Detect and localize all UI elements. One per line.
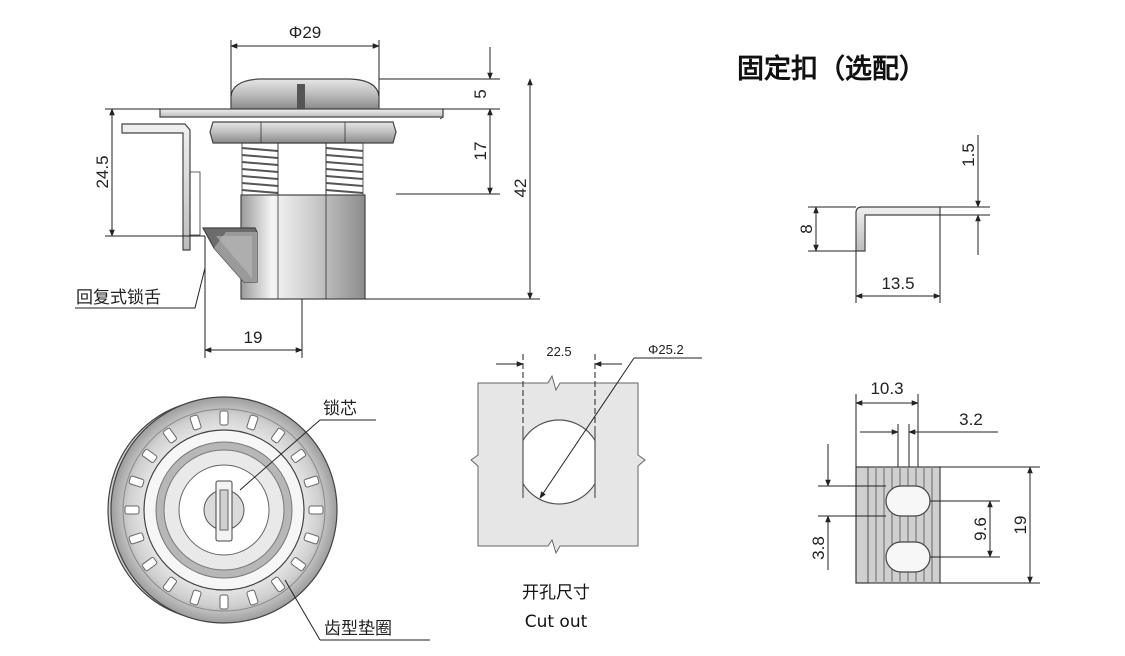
- dim-front-total: 19: [1011, 516, 1030, 535]
- thread: [241, 142, 364, 196]
- dim-front-mid: 9.6: [971, 517, 990, 541]
- optional-clip-title: 固定扣（选配）: [737, 53, 926, 85]
- washer-tooth: [290, 557, 307, 572]
- washer-tooth: [128, 532, 145, 545]
- dim-clip-length: 13.5: [881, 274, 914, 293]
- washer-tooth: [219, 410, 229, 426]
- washer-tooth: [246, 589, 259, 606]
- label-lock-core: 锁芯: [323, 399, 357, 419]
- washer-tooth: [141, 448, 158, 463]
- dim-clip-height: 8: [797, 224, 816, 233]
- dim-front-left: 3.8: [809, 536, 828, 560]
- washer-tooth: [189, 589, 202, 606]
- spring-latch: [201, 227, 258, 283]
- washer-tooth: [141, 557, 158, 572]
- cutout-caption-en: Cut out: [525, 612, 588, 632]
- washer-tooth: [162, 576, 177, 593]
- dim-thread-17: 17: [471, 142, 490, 161]
- cutout-view: 22.5 Φ25.2 开孔尺寸 Cut out: [470, 342, 702, 632]
- dim-total-42: 42: [511, 179, 530, 198]
- side-view: Φ29 5 17 42 24.5 19 回复式锁舌: [75, 23, 540, 358]
- front-view: 锁芯 齿型垫圈: [107, 396, 430, 641]
- label-spring-latch: 回复式锁舌: [76, 288, 161, 308]
- dim-cutout-diameter: Φ25.2: [648, 342, 684, 357]
- clip-side-view: 1.5 8 13.5: [797, 135, 990, 303]
- washer-tooth: [303, 532, 320, 545]
- washer-tooth: [162, 427, 177, 444]
- washer-tooth: [271, 576, 286, 593]
- dim-front-inner: 3.2: [959, 410, 983, 429]
- dim-cutout-width: 22.5: [546, 344, 571, 359]
- washer-tooth: [308, 505, 324, 515]
- dim-top-5: 5: [471, 89, 490, 98]
- dim-bottom-19: 19: [244, 328, 263, 347]
- dim-clip-thickness: 1.5: [959, 143, 978, 167]
- cutout-caption-cn: 开孔尺寸: [522, 583, 590, 603]
- dim-front-width: 10.3: [870, 379, 903, 398]
- washer-tooth: [128, 475, 145, 488]
- washer-tooth: [246, 414, 259, 431]
- washer-tooth: [124, 505, 140, 515]
- dim-diameter-29: Φ29: [289, 23, 321, 42]
- dim-left-24-5: 24.5: [93, 155, 112, 188]
- washer-tooth: [271, 427, 286, 444]
- washer-tooth: [219, 594, 229, 610]
- washer-tooth: [189, 414, 202, 431]
- label-tooth-washer: 齿型垫圈: [324, 619, 392, 639]
- washer-tooth: [290, 448, 307, 463]
- washer-tooth: [303, 475, 320, 488]
- clip-front-view: 10.3 3.2 3.8 9.6 19: [809, 379, 1040, 584]
